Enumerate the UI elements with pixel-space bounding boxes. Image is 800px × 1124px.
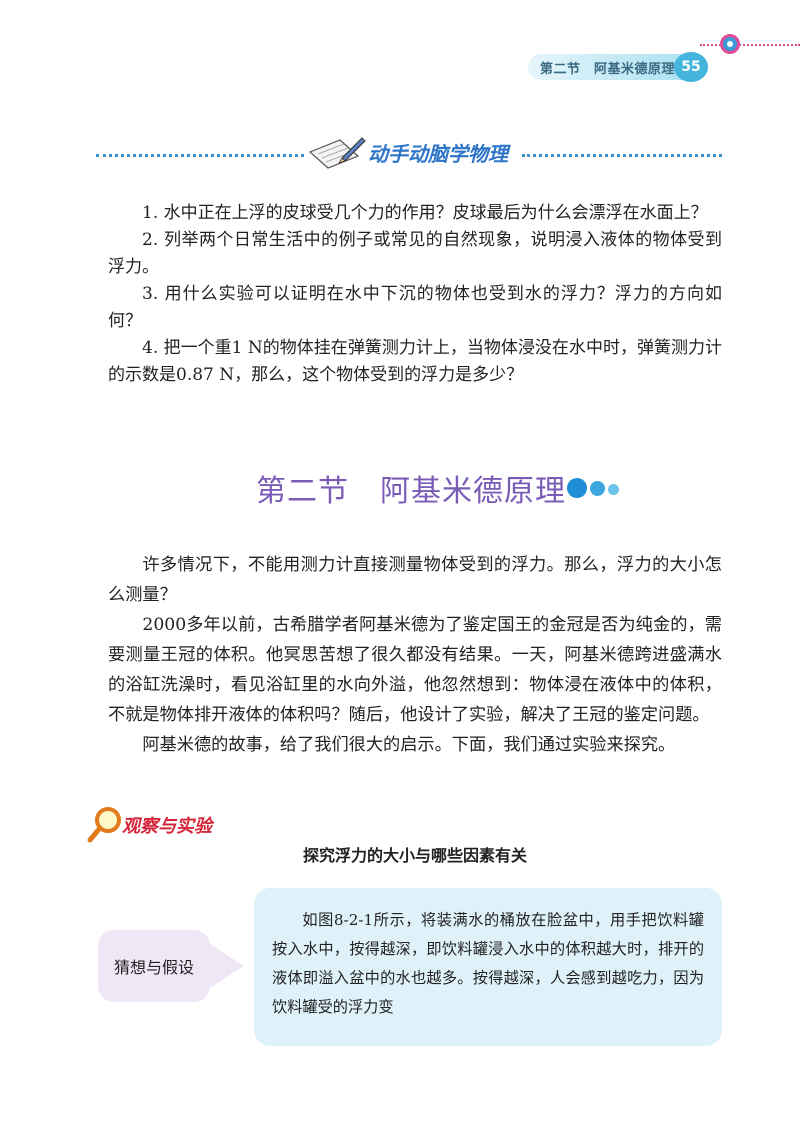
question-item: 1. 水中正在上浮的皮球受几个力的作用？皮球最后为什么会漂浮在水面上？ xyxy=(142,203,708,223)
section-title: 第二节 阿基米德原理 xyxy=(256,474,566,509)
header-dotted-line xyxy=(700,44,800,46)
title-dot-large xyxy=(567,478,587,498)
observe-experiment-label: 观察与实验 xyxy=(122,816,212,837)
body-paragraph: 2000多年以前，古希腊学者阿基米德为了鉴定国王的金冠是否为纯金的，需要测量王冠… xyxy=(108,615,722,725)
hypothesis-box: 如图8-2-1所示，将装满水的桶放在脸盆中，用手把饮料罐按入水中，按得越深，即饮… xyxy=(254,888,722,1046)
title-dot-small xyxy=(608,484,619,495)
title-dot-medium xyxy=(590,481,605,496)
body-text: 许多情况下，不能用测力计直接测量物体受到的浮力。那么，浮力的大小怎么测量？ 20… xyxy=(108,550,722,760)
hypothesis-arrow xyxy=(210,944,244,988)
experiment-subtitle: 探究浮力的大小与哪些因素有关 xyxy=(302,846,527,865)
question-item: 3. 用什么实验可以证明在水中下沉的物体也受到水的浮力？浮力的方向如何？ xyxy=(108,284,722,331)
question-item: 4. 把一个重1 N的物体挂在弹簧测力计上，当物体浸没在水中时，弹簧测力计的示数… xyxy=(108,338,722,385)
running-title: 第二节 阿基米德原理 xyxy=(540,62,676,77)
magnifier-icon xyxy=(87,807,121,843)
banner-dots-left xyxy=(96,154,304,157)
body-paragraph: 阿基米德的故事，给了我们很大的启示。下面，我们通过实验来探究。 xyxy=(142,735,676,755)
body-paragraph: 许多情况下，不能用测力计直接测量物体受到的浮力。那么，浮力的大小怎么测量？ xyxy=(108,555,722,605)
hypothesis-tag: 猜想与假设 xyxy=(98,930,210,1002)
page-number: 55 xyxy=(674,52,708,82)
banner-dots-right xyxy=(522,154,722,157)
question-item: 2. 列举两个日常生活中的例子或常见的自然现象，说明浸入液体的物体受到浮力。 xyxy=(108,230,722,277)
hypothesis-text: 如图8-2-1所示，将装满水的桶放在脸盆中，用手把饮料罐按入水中，按得越深，即饮… xyxy=(272,911,704,1016)
notepad-pencil-icon xyxy=(308,137,366,169)
question-list: 1. 水中正在上浮的皮球受几个力的作用？皮球最后为什么会漂浮在水面上？ 2. 列… xyxy=(108,200,722,389)
ring-icon xyxy=(720,34,740,54)
activity-title: 动手动脑学物理 xyxy=(368,142,508,166)
